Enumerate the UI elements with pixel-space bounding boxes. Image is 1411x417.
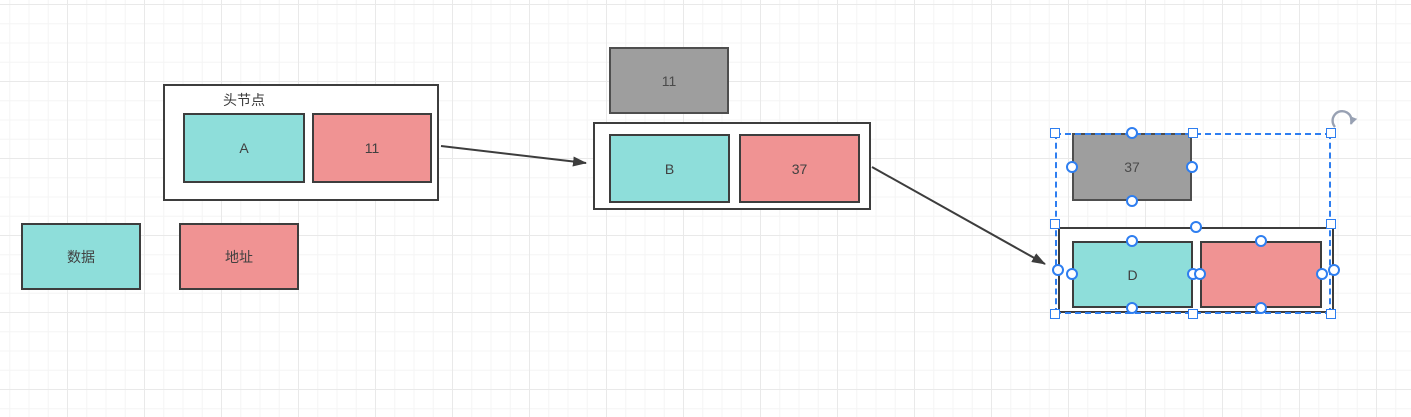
- connection-point[interactable]: [1328, 264, 1340, 276]
- head-node-title: 头节点: [223, 92, 265, 108]
- legend-data-box[interactable]: 数据: [21, 223, 141, 290]
- resize-handle-nw[interactable]: [1050, 128, 1060, 138]
- connector-head-to-b[interactable]: [440, 145, 587, 167]
- node-d-pointer-box[interactable]: 37: [1072, 133, 1192, 201]
- connection-point[interactable]: [1255, 235, 1267, 247]
- head-address-cell[interactable]: 11: [312, 113, 432, 183]
- resize-handle-n[interactable]: [1188, 128, 1198, 138]
- resize-handle-ne[interactable]: [1326, 128, 1336, 138]
- resize-handle-sw[interactable]: [1050, 309, 1060, 319]
- connection-point[interactable]: [1126, 302, 1138, 314]
- connection-point[interactable]: [1066, 161, 1078, 173]
- connection-point[interactable]: [1255, 302, 1267, 314]
- connection-point[interactable]: [1194, 268, 1206, 280]
- resize-handle-s[interactable]: [1188, 309, 1198, 319]
- node-b-pointer-box[interactable]: 11: [609, 47, 729, 114]
- connection-point[interactable]: [1190, 221, 1202, 233]
- connection-point[interactable]: [1126, 235, 1138, 247]
- connection-point[interactable]: [1052, 264, 1064, 276]
- connection-point[interactable]: [1066, 268, 1078, 280]
- resize-handle-se[interactable]: [1326, 309, 1336, 319]
- node-b-data-cell[interactable]: B: [609, 134, 730, 203]
- legend-address-box[interactable]: 地址: [179, 223, 299, 290]
- connection-point[interactable]: [1126, 127, 1138, 139]
- connection-point[interactable]: [1316, 268, 1328, 280]
- head-data-cell[interactable]: A: [183, 113, 305, 183]
- connection-point[interactable]: [1126, 195, 1138, 207]
- resize-handle-w[interactable]: [1050, 219, 1060, 229]
- resize-handle-e[interactable]: [1326, 219, 1336, 229]
- rotate-icon[interactable]: [1331, 110, 1358, 128]
- connection-point[interactable]: [1186, 161, 1198, 173]
- node-b-address-cell[interactable]: 37: [739, 134, 860, 203]
- connector-b-to-d[interactable]: [871, 166, 1046, 265]
